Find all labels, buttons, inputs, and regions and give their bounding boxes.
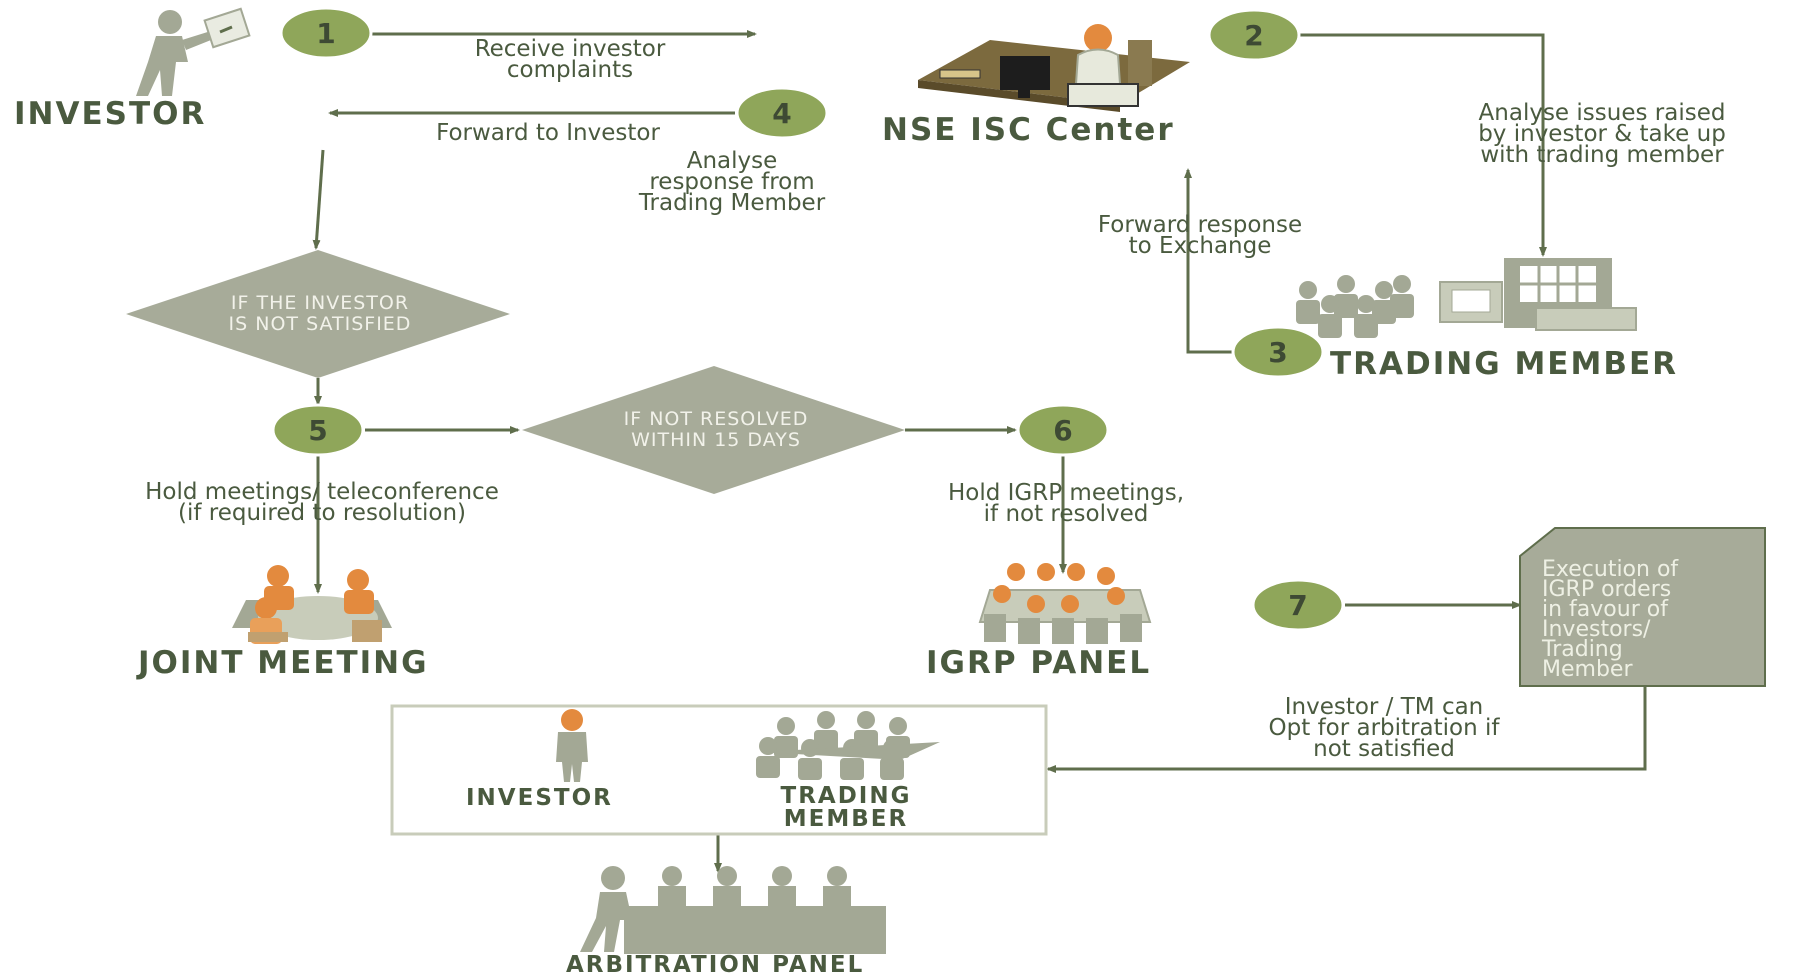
- arbitration-parties-box: [390, 704, 1048, 836]
- execution-line3: in favour of: [1542, 597, 1669, 622]
- step-circles: 1 2 3 4 5 6 7: [271, 6, 1345, 632]
- arrow-3-to-isc: [1184, 168, 1232, 354]
- igrp-panel-icon: [978, 563, 1152, 644]
- isc-desk-icon: [918, 24, 1190, 112]
- label-hold-meetings-line1: Hold meetings/ teleconference: [145, 479, 499, 505]
- step-7: 7: [1251, 578, 1345, 632]
- arrow-investor-to-decision: [312, 149, 325, 250]
- step-7-number: 7: [1288, 589, 1307, 622]
- node-igrp-panel: IGRP PANEL: [926, 645, 1151, 681]
- decision-not-resolved-line1: IF NOT RESOLVED: [624, 408, 809, 430]
- label-forward-exchange-line1: Forward response: [1098, 212, 1302, 238]
- step-3: 3: [1231, 325, 1325, 379]
- node-arbitration-panel: ARBITRATION PANEL: [566, 952, 864, 973]
- label-analyse-response-line3: Trading Member: [638, 190, 826, 216]
- node-trading-member: TRADING MEMBER: [1330, 346, 1678, 382]
- label-hold-meetings-line2: (if required to resolution): [178, 500, 466, 526]
- label-opt-arbitration-line2: Opt for arbitration if: [1269, 715, 1501, 741]
- label-receive-line1: Receive investor: [475, 36, 666, 62]
- decision-not-satisfied: IF THE INVESTOR IS NOT SATISFIED: [126, 250, 510, 378]
- label-analyse-issues-line3: with trading member: [1480, 142, 1724, 168]
- execution-line2: IGRP orders: [1542, 577, 1671, 602]
- execution-line4: Investors/: [1542, 617, 1651, 642]
- label-analyse-response-line1: Analyse: [687, 148, 778, 174]
- joint-meeting-icon: [232, 565, 392, 644]
- decision-not-satisfied-line2: IS NOT SATISFIED: [229, 313, 412, 335]
- node-investor: INVESTOR: [14, 96, 206, 132]
- decision-not-resolved-line2: WITHIN 15 DAYS: [631, 429, 801, 451]
- decision-not-satisfied-line1: IF THE INVESTOR: [231, 292, 409, 314]
- step-4: 4: [735, 86, 829, 140]
- execution-line1: Execution of: [1542, 557, 1679, 582]
- arbitration-panel-icon: [580, 866, 886, 954]
- execution-box: Execution of IGRP orders in favour of In…: [1519, 527, 1766, 687]
- step-4-number: 4: [772, 97, 791, 130]
- step-2: 2: [1207, 8, 1301, 62]
- group-investor-label: INVESTOR: [466, 785, 613, 811]
- label-forward-exchange-line2: to Exchange: [1129, 233, 1272, 259]
- step-1: 1: [279, 6, 373, 60]
- decision-not-resolved: IF NOT RESOLVED WITHIN 15 DAYS: [522, 366, 905, 494]
- label-receive-line2: complaints: [507, 57, 633, 83]
- arrow-execution-to-group: [1046, 686, 1647, 773]
- node-joint-meeting: JOINT MEETING: [136, 645, 429, 681]
- label-opt-arbitration-line3: not satisfied: [1313, 736, 1455, 762]
- label-opt-arbitration-line1: Investor / TM can: [1285, 694, 1484, 720]
- group-tm-label-line2: MEMBER: [784, 806, 908, 832]
- step-2-number: 2: [1244, 19, 1263, 52]
- label-forward-investor: Forward to Investor: [436, 120, 660, 146]
- step-3-number: 3: [1268, 336, 1287, 369]
- step-5: 5: [271, 403, 365, 457]
- node-nse-isc: NSE ISC Center: [882, 112, 1175, 148]
- step-1-number: 1: [316, 17, 335, 50]
- group-investor-icon: [556, 709, 588, 782]
- arrow-2-to-tm: [1298, 33, 1547, 257]
- label-analyse-response-line2: response from: [649, 169, 814, 195]
- label-analyse-issues-line1: Analyse issues raised: [1479, 100, 1726, 126]
- step-6: 6: [1016, 403, 1110, 457]
- step-6-number: 6: [1053, 414, 1072, 447]
- group-tm-label-line1: TRADING: [781, 783, 912, 809]
- label-analyse-issues-line2: by investor & take up: [1478, 121, 1726, 147]
- trading-member-building-icon: [1296, 258, 1637, 338]
- investor-figure-icon: [136, 7, 251, 96]
- execution-line5: Trading: [1541, 637, 1623, 662]
- group-trading-member-icon: [756, 711, 940, 780]
- step-5-number: 5: [308, 414, 327, 447]
- connectors: [312, 30, 1647, 873]
- label-hold-igrp-line2: if not resolved: [984, 501, 1149, 527]
- execution-line6: Member: [1542, 657, 1633, 682]
- label-hold-igrp-line1: Hold IGRP meetings,: [948, 480, 1184, 506]
